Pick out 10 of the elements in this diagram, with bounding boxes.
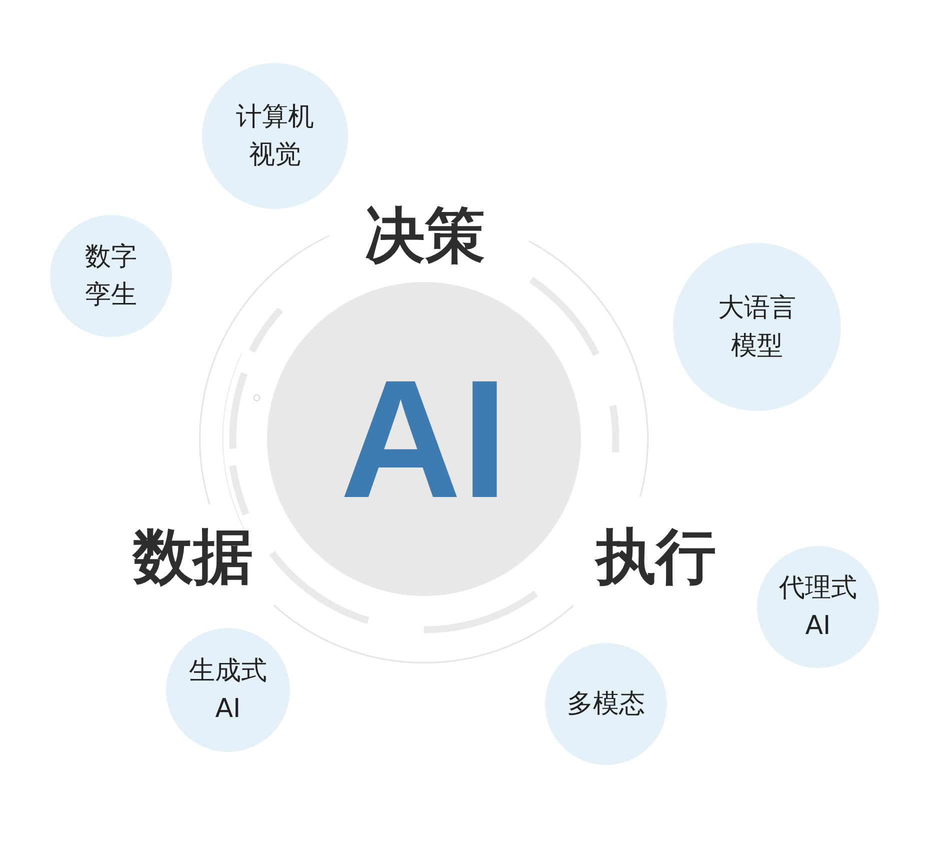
topic-label: 大语言模型 — [716, 292, 797, 363]
center-label: AI — [340, 355, 508, 523]
topic-label: 数字孪生 — [84, 241, 138, 312]
pillar-label: 数据 — [133, 524, 253, 590]
topic-label: 代理式AI — [778, 572, 858, 643]
topic-label: 多模态 — [567, 688, 645, 721]
pillar-label: 决策 — [365, 203, 485, 269]
topic-label: 计算机视觉 — [234, 101, 315, 172]
topic-label: 生成式AI — [188, 655, 268, 726]
pillar-label: 执行 — [596, 524, 716, 590]
